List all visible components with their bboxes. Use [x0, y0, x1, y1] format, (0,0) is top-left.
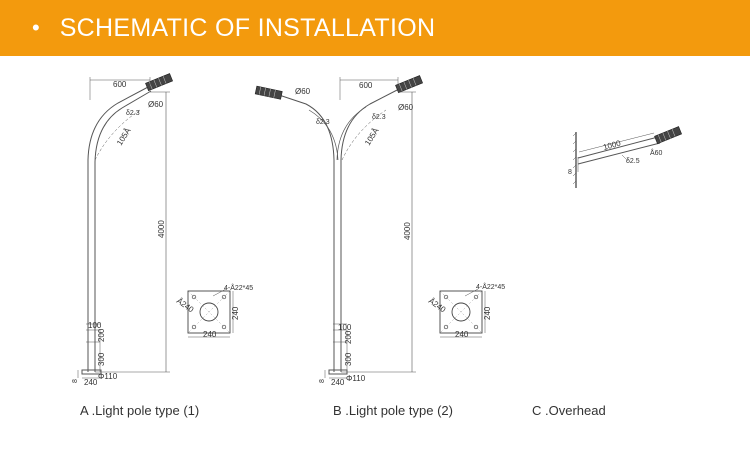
- lamp-b-right: [395, 75, 424, 94]
- diagram-b: [254, 75, 486, 379]
- label-b-4000: 4000: [403, 222, 412, 240]
- label-b-thickness-right: δ2.3: [372, 114, 386, 121]
- bullet-icon: •: [32, 15, 40, 40]
- angle-arc-a: [94, 109, 141, 161]
- label-c-1000: 1000: [602, 138, 622, 151]
- label-a-base-pipe: Φ110: [98, 372, 118, 381]
- label-a-300: 300: [97, 352, 106, 366]
- arm-c-upper: [577, 136, 659, 159]
- label-b-angle: 105Å: [363, 126, 381, 147]
- label-b-pipe-right: Ø60: [398, 103, 414, 112]
- label-a-4000: 4000: [157, 220, 166, 238]
- label-b-flange-side: 240: [483, 306, 492, 320]
- label-a-pipe: Ø60: [148, 100, 164, 109]
- label-a-8: 8: [72, 379, 79, 383]
- pole-a-right-edge: [94, 90, 152, 372]
- label-b-flange-hole: 4-Å22*45: [476, 282, 505, 291]
- flange-a: [187, 290, 231, 334]
- lamp-b-left: [254, 85, 283, 100]
- label-c-8: 8: [568, 169, 572, 176]
- diagram-a: [77, 73, 234, 379]
- label-a-angle: 105Å: [115, 126, 133, 147]
- flange-b: [439, 290, 483, 334]
- diagram-b-labels: Ø60 δ2.3 600 Ø60 δ2.3 105Å 4000 100 200 …: [295, 81, 505, 387]
- label-c-pipe: Å60: [650, 148, 663, 157]
- label-c-thickness: δ2.5: [626, 158, 640, 165]
- arm-c-lower: [577, 142, 661, 165]
- diagram-c: [572, 126, 683, 188]
- label-b-base-width: 240: [331, 378, 345, 387]
- header-bar: • SCHEMATIC OF INSTALLATION: [0, 0, 750, 56]
- lamp-c: [654, 126, 683, 145]
- caption-b: B .Light pole type (2): [333, 403, 453, 418]
- label-a-600: 600: [113, 80, 127, 89]
- label-a-base-width: 240: [84, 378, 98, 387]
- label-a-100: 100: [88, 321, 102, 330]
- label-b-pipe-left: Ø60: [295, 87, 311, 96]
- label-a-flange-hole: 4-Å22*45: [224, 283, 253, 292]
- pole-b-right-arm: [340, 87, 402, 372]
- pole-b-left-arm: [275, 93, 335, 372]
- label-b-flange-bottom: 240: [455, 330, 469, 339]
- label-a-thickness: δ2.3: [126, 110, 140, 117]
- page-title: SCHEMATIC OF INSTALLATION: [59, 13, 436, 42]
- label-a-200: 200: [97, 328, 106, 342]
- label-b-thickness-left: δ2.3: [316, 119, 330, 126]
- label-b-300: 300: [344, 352, 353, 366]
- dim-line-c-1000: [578, 132, 655, 153]
- caption-c: C .Overhead: [532, 403, 606, 418]
- label-b-200: 200: [344, 330, 353, 344]
- diagram-a-labels: 600 Ø60 δ2.3 105Å 4000 100 200 300 8 240…: [72, 80, 253, 387]
- caption-a: A .Light pole type (1): [80, 403, 200, 418]
- label-a-flange-bottom: 240: [203, 330, 217, 339]
- label-b-600: 600: [359, 81, 373, 90]
- label-a-flange-side: 240: [231, 306, 240, 320]
- pole-a-left-edge: [87, 85, 151, 372]
- lamp-a: [145, 73, 174, 92]
- label-b-8: 8: [319, 379, 326, 383]
- label-b-100: 100: [338, 323, 352, 332]
- label-b-base-pipe: Φ110: [346, 374, 366, 383]
